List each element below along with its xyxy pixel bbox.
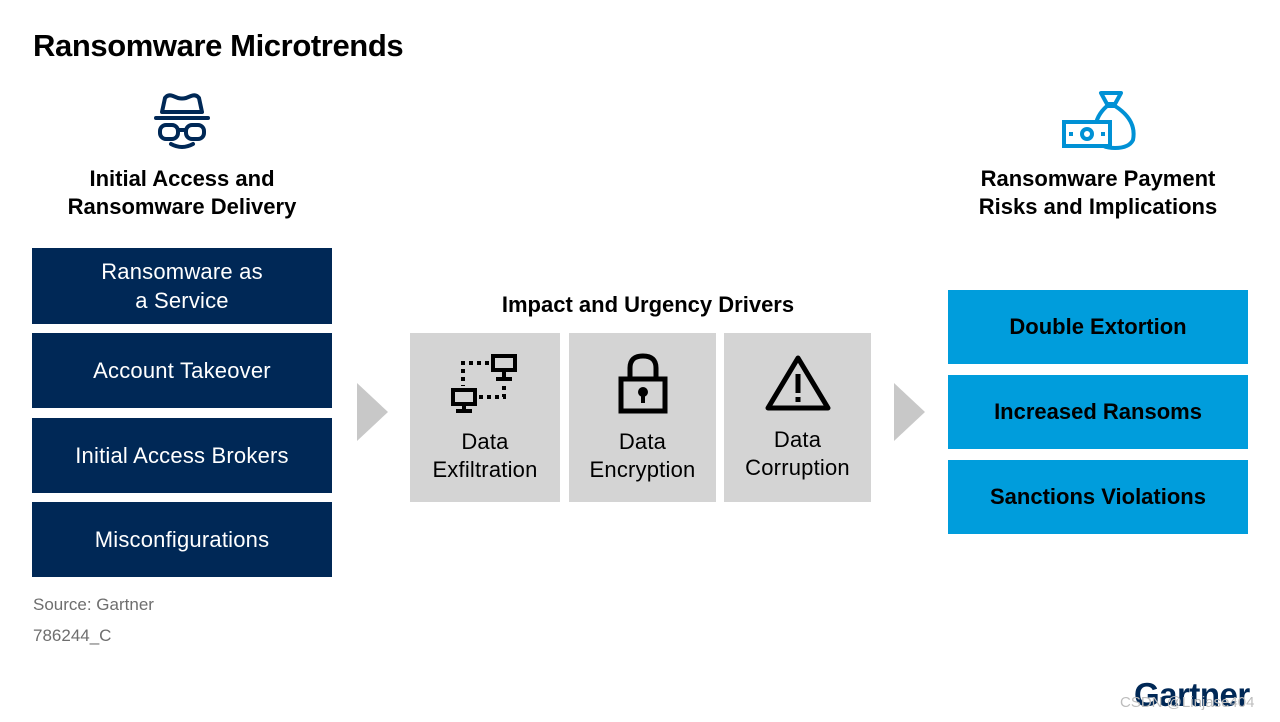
right-heading: Ransomware Payment Risks and Implication… [978, 166, 1218, 219]
warning-icon [764, 351, 832, 415]
right-item-increased-ransoms: Increased Ransoms [948, 375, 1248, 449]
middle-heading: Impact and Urgency Drivers [501, 292, 795, 317]
driver-data-corruption: Data Corruption [724, 333, 871, 502]
driver-label: Data Corruption [745, 427, 850, 480]
spy-icon [152, 92, 212, 150]
left-item-initial-access-brokers: Initial Access Brokers [32, 418, 332, 493]
page-title: Ransomware Microtrends [33, 28, 404, 63]
figure-code: 786244_C [33, 626, 112, 645]
source-note: Source: Gartner [33, 595, 154, 614]
driver-label: Data Exfiltration [432, 429, 538, 482]
arrow-right-icon [357, 383, 389, 446]
left-heading: Initial Access and Ransomware Delivery [67, 166, 297, 219]
left-item-account-takeover: Account Takeover [32, 333, 332, 408]
lock-icon [617, 351, 669, 415]
driver-data-encryption: Data Encryption [569, 333, 716, 502]
gartner-logo: Gartner [1134, 676, 1250, 713]
right-item-sanctions-violations: Sanctions Violations [948, 460, 1248, 534]
left-item-ransomware-as-a-service: Ransomware as a Service [32, 248, 332, 324]
left-item-misconfigurations: Misconfigurations [32, 502, 332, 577]
driver-label: Data Encryption [589, 429, 696, 482]
driver-data-exfiltration: Data Exfiltration [410, 333, 560, 502]
watermark: CSDN @Linjase404 [1120, 694, 1255, 711]
arrow-right-icon [894, 383, 926, 446]
right-item-double-extortion: Double Extortion [948, 290, 1248, 364]
money-bag-icon [1061, 90, 1137, 152]
network-icon [449, 351, 521, 415]
